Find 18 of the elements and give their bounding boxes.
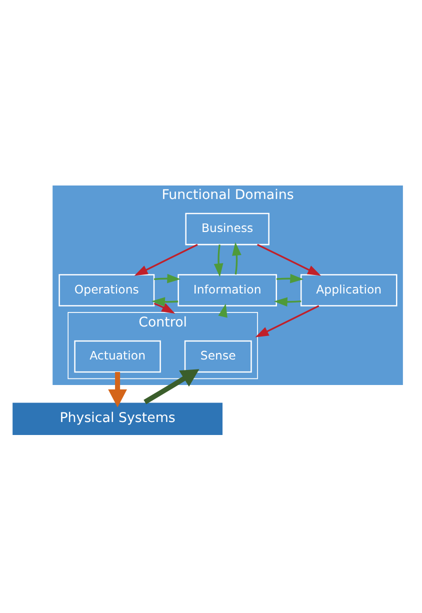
arrow xyxy=(108,372,127,407)
arrow xyxy=(255,304,320,337)
arrow xyxy=(274,296,302,306)
node-box: Operations xyxy=(58,274,155,306)
node-box: Information xyxy=(178,274,277,306)
node-box: Application xyxy=(300,274,398,306)
arrow xyxy=(154,302,176,314)
node-box: Actuation xyxy=(74,340,161,372)
arrow xyxy=(214,244,224,276)
arrow xyxy=(152,296,178,306)
arrow xyxy=(154,273,181,283)
node-box: Business xyxy=(185,212,270,245)
node-box: Physical Systems xyxy=(11,401,224,436)
arrow xyxy=(232,242,242,274)
arrow xyxy=(134,243,198,276)
node-box: Sense xyxy=(184,340,252,372)
arrow xyxy=(276,273,304,283)
arrow xyxy=(257,243,322,276)
